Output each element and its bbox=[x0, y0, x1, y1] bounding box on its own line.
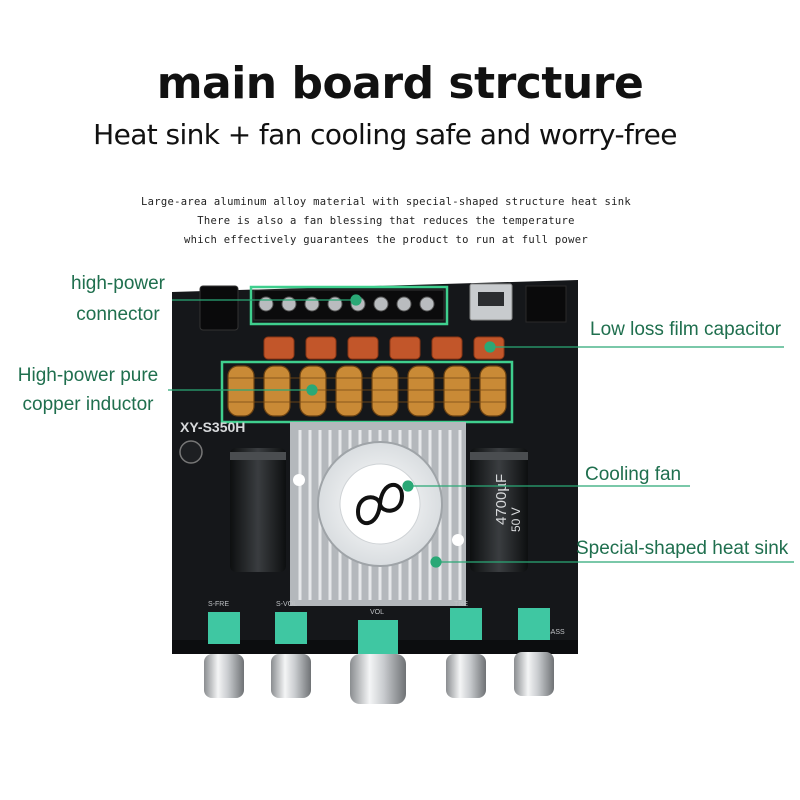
description-line-1: Large-area aluminum alloy material with … bbox=[141, 196, 631, 208]
small-capacitor bbox=[179, 440, 203, 464]
callout-connector-line-2: connector bbox=[76, 304, 160, 325]
description-line-3: which effectively guarantees the product… bbox=[184, 234, 588, 246]
callout-dot-connector bbox=[350, 294, 362, 306]
page-title: main board strcture bbox=[156, 58, 644, 109]
cooling-fan bbox=[317, 441, 443, 567]
knob-tre[interactable] bbox=[446, 608, 486, 698]
page-subtitle: Heat sink + fan cooling safe and worry-f… bbox=[93, 118, 677, 151]
knob-bass[interactable] bbox=[514, 608, 554, 696]
callout-dot-inductor bbox=[306, 384, 318, 396]
capacitor-voltage: 50 V bbox=[509, 507, 523, 532]
terminal-block bbox=[253, 289, 445, 321]
callout-connector-line-1: high-power bbox=[71, 273, 165, 294]
knob-s-vol[interactable] bbox=[271, 612, 311, 698]
fan-logo-icon bbox=[355, 483, 405, 525]
power-jack bbox=[199, 285, 239, 331]
callout-inductor: High-power pure copper inductor bbox=[8, 364, 168, 416]
callout-capacitor: Low loss film capacitor bbox=[590, 319, 782, 340]
model-marking: XY-S350H bbox=[180, 419, 245, 435]
knob-label-s-vol: S-VOL bbox=[276, 601, 297, 608]
callout-dot-fan bbox=[402, 480, 414, 492]
callout-dot-capacitor bbox=[484, 341, 496, 353]
capacitor-marking: 4700µF bbox=[493, 474, 510, 525]
description-line-2: There is also a fan blessing that reduce… bbox=[197, 215, 575, 227]
left-electrolytic-capacitor bbox=[230, 448, 286, 572]
knob-vol[interactable] bbox=[350, 620, 406, 704]
connector-highlight-box bbox=[249, 285, 449, 326]
knob-s-fre[interactable] bbox=[204, 612, 244, 698]
callout-inductor-line-2: copper inductor bbox=[22, 394, 154, 415]
right-header bbox=[525, 285, 567, 323]
callout-heatsink: Special-shaped heat sink bbox=[576, 538, 789, 559]
right-electrolytic-capacitor: 4700µF 50 V bbox=[470, 448, 528, 572]
knob-label-bass: BASS bbox=[546, 629, 565, 636]
knob-label-vol: VOL bbox=[370, 609, 384, 616]
knob-label-tre: TRE bbox=[454, 601, 468, 608]
knob-label-s-fre: S-FRE bbox=[208, 601, 229, 608]
callout-fan: Cooling fan bbox=[585, 464, 682, 485]
callout-inductor-line-1: High-power pure bbox=[17, 365, 159, 386]
callout-dot-heatsink bbox=[430, 556, 442, 568]
callout-connector: high-power connector bbox=[58, 272, 178, 326]
